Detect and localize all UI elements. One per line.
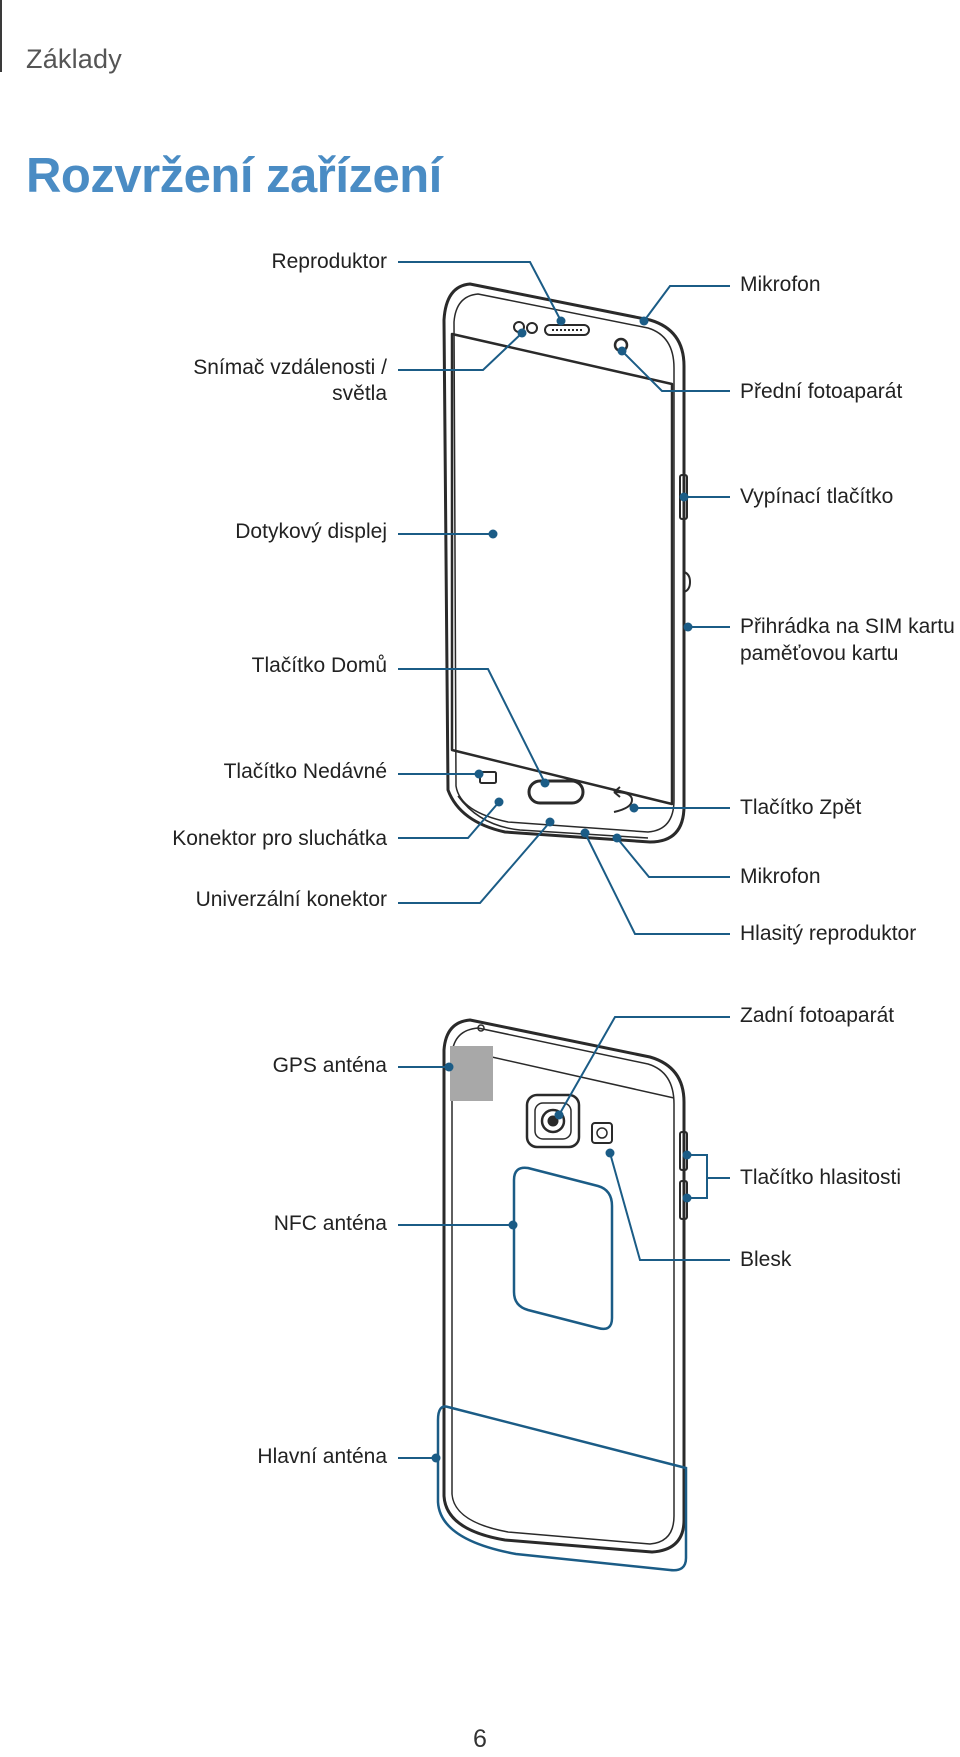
label-back-key: Tlačítko Zpět: [740, 796, 862, 819]
label-mic-bottom: Mikrofon: [740, 865, 821, 888]
section-header: Základy: [26, 44, 122, 74]
label-main-antenna: Hlavní anténa: [257, 1445, 387, 1468]
front-callout-dots: [474, 316, 693, 843]
label-proximity-line2: světla: [332, 382, 387, 405]
rear-callouts: [398, 1016, 730, 1459]
nfc-antenna-outline: [512, 1166, 614, 1331]
label-multipurpose-jack: Univerzální konektor: [195, 888, 387, 911]
page-title: Rozvržení zařízení: [26, 149, 442, 203]
rear-callout-dots: [431, 1062, 692, 1463]
label-front-camera: Přední fotoaparát: [740, 380, 903, 403]
label-mic-top: Mikrofon: [740, 273, 821, 296]
label-recent-key: Tlačítko Nedávné: [223, 760, 387, 783]
front-device: [442, 282, 691, 844]
label-sim-line2: paměťovou kartu: [740, 642, 899, 665]
label-touchscreen: Dotykový displej: [235, 520, 387, 543]
label-speaker: Reproduktor: [271, 250, 387, 273]
page-number: 6: [473, 1725, 487, 1753]
label-volume-key: Tlačítko hlasitosti: [740, 1166, 902, 1189]
label-power-key: Vypínací tlačítko: [740, 485, 894, 508]
label-proximity-line1: Snímač vzdálenosti /: [193, 356, 387, 379]
label-flash: Blesk: [740, 1248, 792, 1271]
label-nfc-antenna: NFC anténa: [273, 1212, 387, 1235]
label-sim-line1: Přihrádka na SIM kartu /: [740, 615, 960, 638]
front-callouts: [398, 261, 730, 935]
label-gps-antenna: GPS anténa: [272, 1054, 387, 1077]
label-home-key: Tlačítko Domů: [251, 654, 387, 677]
label-loudspeaker: Hlasitý reproduktor: [740, 922, 917, 945]
gps-antenna-area: [450, 1046, 493, 1101]
label-rear-camera: Zadní fotoaparát: [740, 1004, 895, 1027]
label-earphone-jack: Konektor pro sluchátka: [172, 827, 387, 850]
main-antenna-outline: [436, 1405, 688, 1572]
header-rule: [0, 0, 2, 72]
